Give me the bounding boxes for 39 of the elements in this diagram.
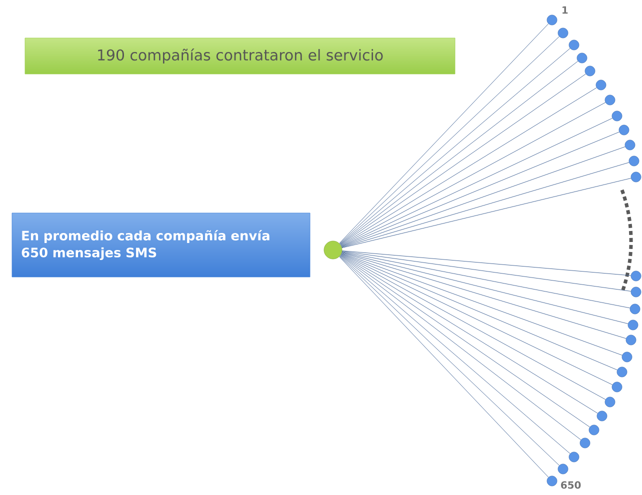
endpoint-dot xyxy=(580,438,590,448)
connector-line xyxy=(342,251,632,292)
connector-line xyxy=(342,252,630,308)
endpoint-dot xyxy=(604,94,616,106)
endpoint-dot xyxy=(568,40,580,50)
index-number: 650 xyxy=(561,481,581,489)
endpoint-dot xyxy=(604,396,616,408)
endpoint-dot xyxy=(630,286,642,298)
connector-line xyxy=(342,252,626,339)
endpoint-dot xyxy=(630,172,642,182)
endpoint-dot xyxy=(624,140,636,150)
connector-line xyxy=(342,252,628,324)
title-banner: 190 compañías contrataron el servicio xyxy=(24,38,456,74)
endpoint-dot xyxy=(628,320,638,330)
endpoint-dot xyxy=(612,110,622,122)
endpoint-dot xyxy=(588,424,600,436)
endpoint-dot xyxy=(628,156,640,166)
connector-line xyxy=(342,250,632,276)
endpoint-dot xyxy=(546,476,558,486)
endpoint-dot xyxy=(558,28,568,38)
endpoint-dot xyxy=(616,366,628,378)
endpoint-dot xyxy=(558,464,568,474)
endpoint-dot xyxy=(622,352,632,362)
endpoint-dot xyxy=(596,410,608,422)
endpoint-dot xyxy=(576,52,588,64)
info-box: En promedio cada compañía envía 650 mensajes SMS xyxy=(12,212,310,278)
hub-dot xyxy=(324,240,342,260)
connector-line xyxy=(342,178,632,248)
endpoint-dot xyxy=(546,14,558,26)
endpoint-dot xyxy=(584,66,596,76)
connector-line xyxy=(342,162,630,248)
endpoint-dot xyxy=(626,334,636,346)
endpoint-dot xyxy=(618,124,630,136)
endpoint-dot xyxy=(630,304,640,314)
endpoint-dot xyxy=(596,80,606,90)
endpoint-dot xyxy=(568,452,580,462)
index-number: 1 xyxy=(562,6,568,14)
endpoint-dot xyxy=(612,382,622,392)
endpoint-dot xyxy=(630,270,642,282)
